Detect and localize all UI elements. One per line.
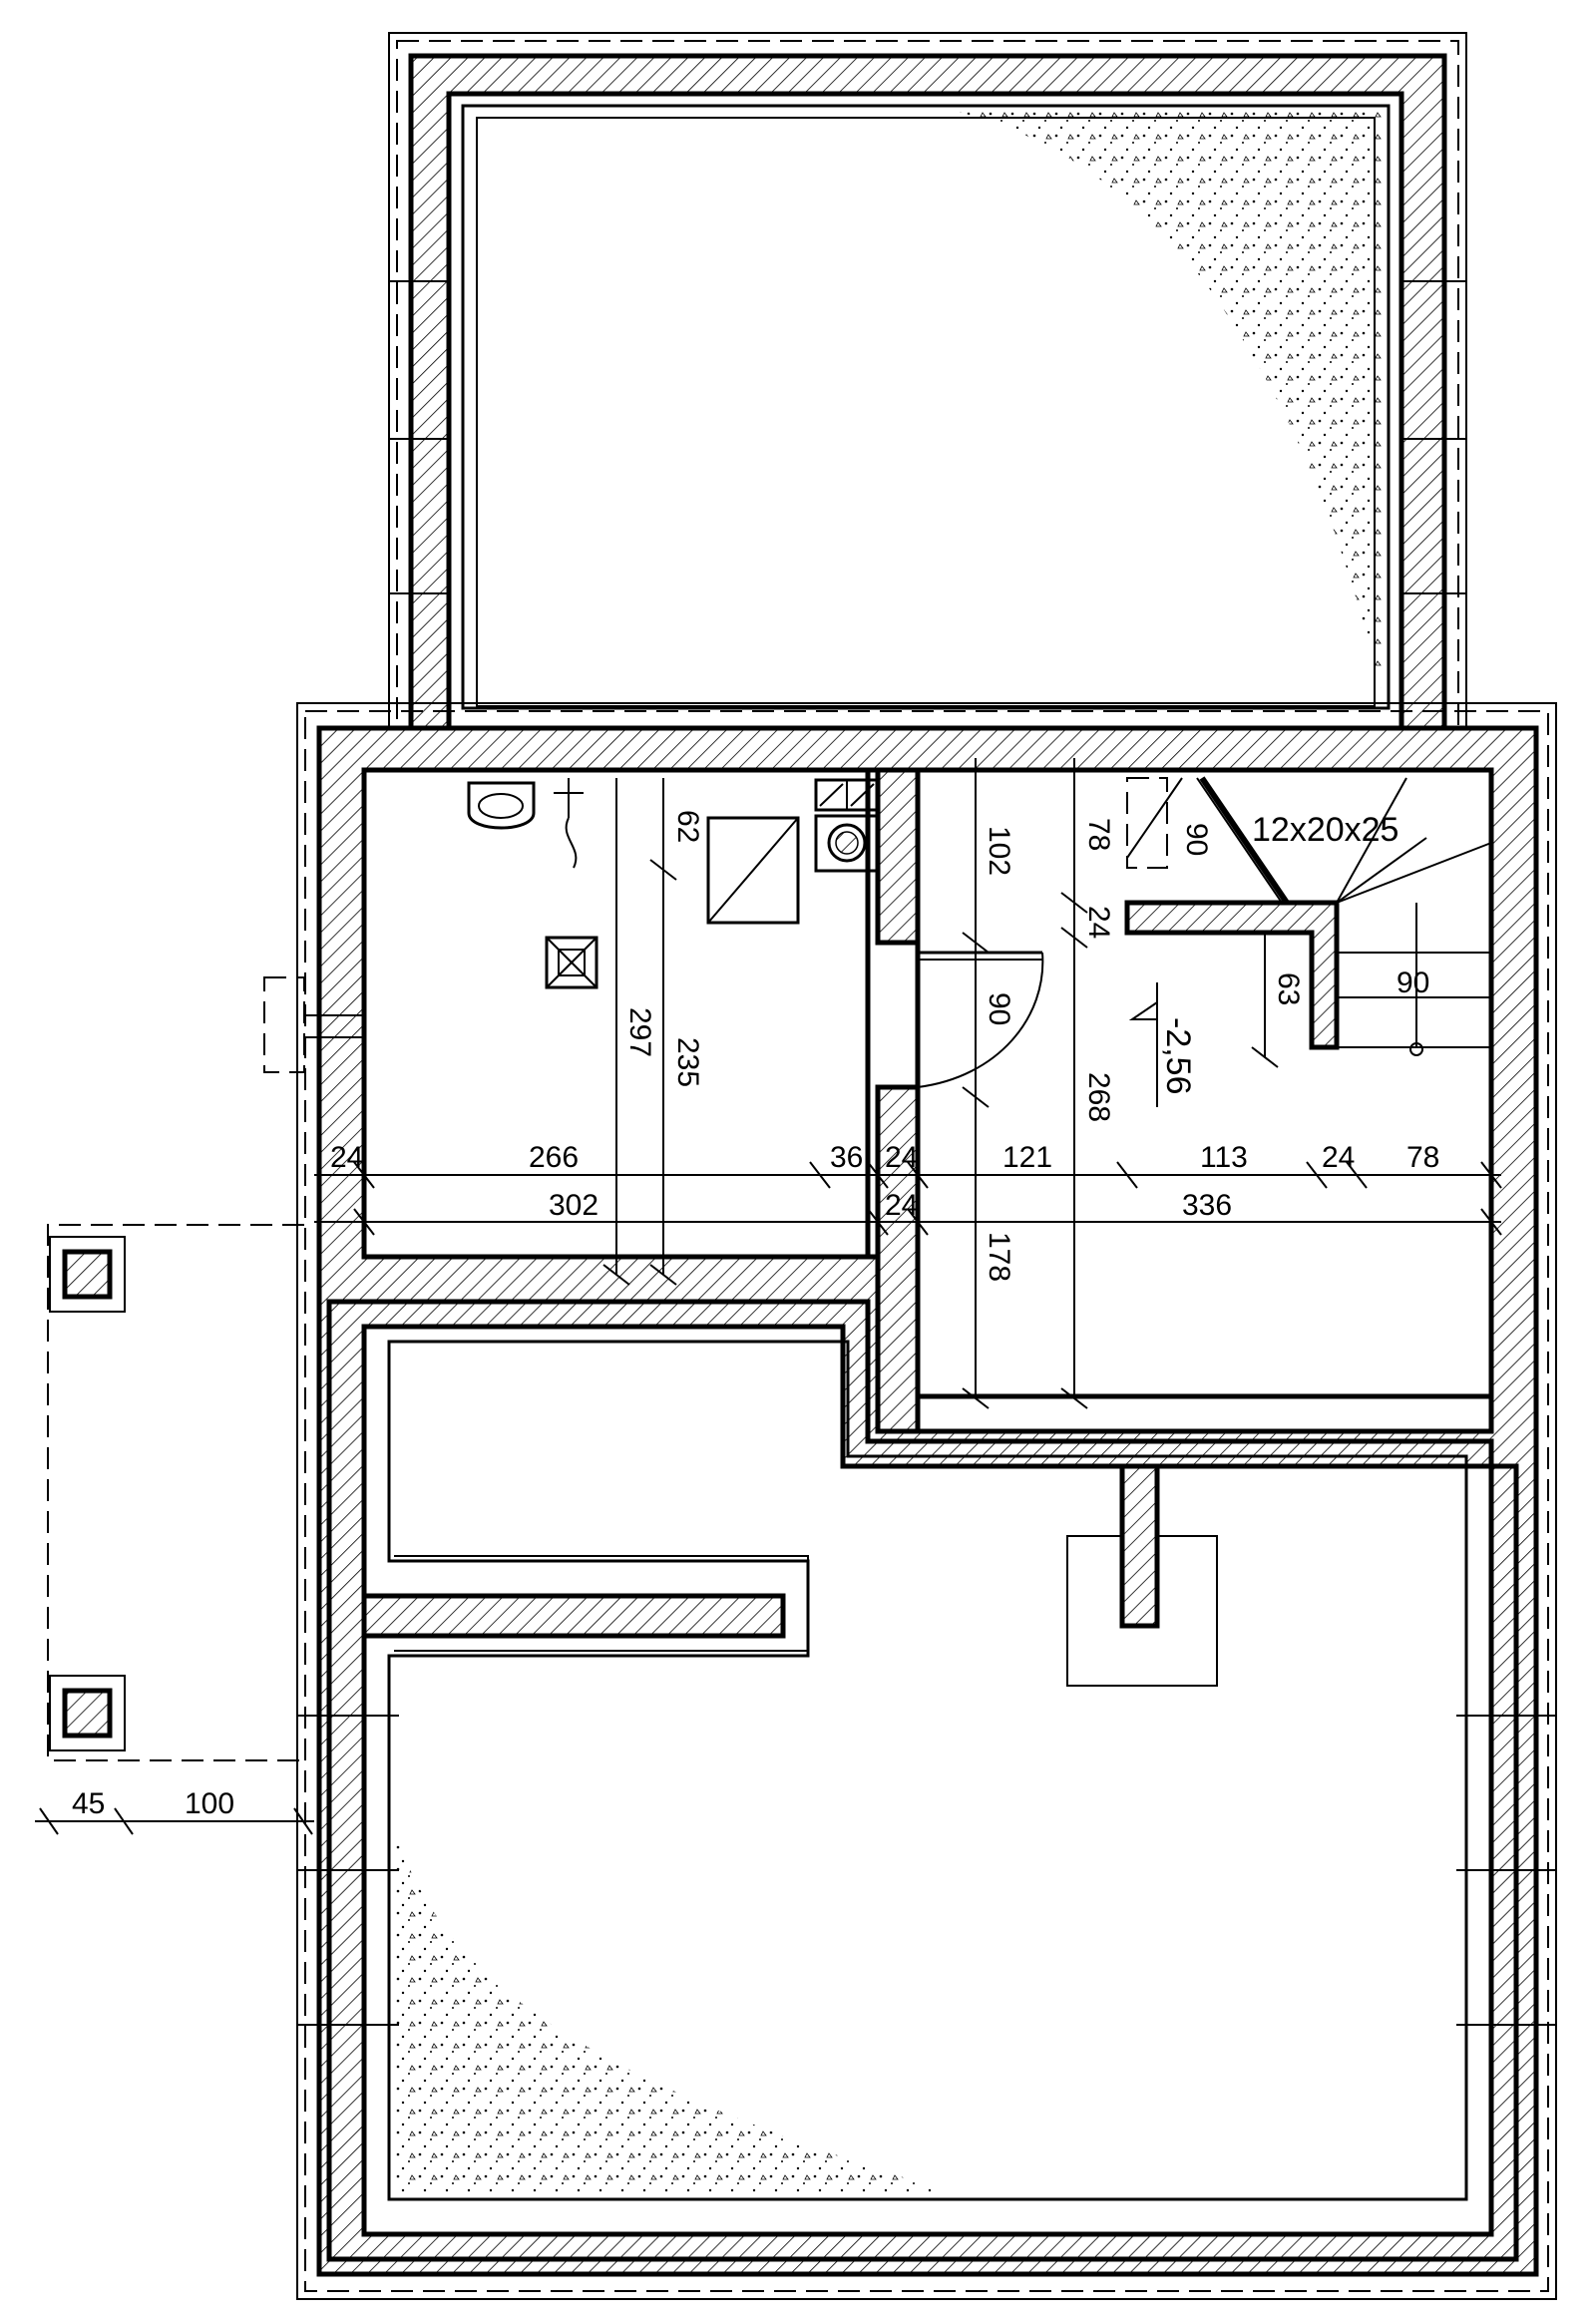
dim-h1-3: 24 (885, 1141, 918, 1174)
stair-spec-label: 12x20x25 (1252, 811, 1398, 849)
dim-stair-width: 90 (1396, 967, 1429, 999)
dim-vm-1: 90 (983, 992, 1015, 1025)
dim-h1-6: 24 (1322, 1141, 1355, 1174)
dim-h1-5: 113 (1200, 1141, 1248, 1174)
fixtures (467, 778, 880, 989)
dim-h1-4: 121 (1002, 1141, 1052, 1174)
dim-vr-1: 24 (1082, 906, 1115, 939)
dim-h2-1: 24 (885, 1189, 918, 1222)
washbasin-icon (467, 781, 536, 830)
dimension-lines (35, 758, 1502, 1835)
dim-vm-2: 178 (983, 1232, 1015, 1282)
dim-h1-7: 78 (1406, 1141, 1439, 1174)
dim-h1-2: 36 (830, 1141, 863, 1174)
main-building (296, 702, 1557, 2300)
dim-vr-2: 90 (1180, 823, 1213, 856)
boiler-icon (706, 816, 800, 925)
post-bottom-icon (49, 1675, 126, 1751)
post-top-icon (49, 1236, 126, 1313)
partition-wall-lower (875, 1084, 921, 1434)
chimney-flues-icon (814, 778, 880, 873)
external-outline (47, 1224, 304, 1761)
basement-lower-wall (326, 1299, 1519, 2262)
external-structure (47, 976, 364, 1761)
partition-wall (875, 767, 921, 946)
column-stub (1119, 1463, 1160, 1629)
dim-vl-1: 297 (623, 1007, 656, 1057)
staircase (1124, 776, 1492, 1056)
main-outer-line (296, 702, 1557, 2300)
dim-vr-3: 63 (1272, 972, 1305, 1005)
lower-wall-outline (394, 1555, 809, 1652)
shower-icon (554, 778, 584, 869)
dim-vr-0: 78 (1082, 818, 1115, 851)
floor-drain-icon (545, 936, 598, 989)
dim-vm-0: 102 (983, 826, 1015, 876)
upper-inner-line (461, 104, 1391, 710)
main-dashed-line (304, 710, 1549, 2292)
lower-interior-wall (361, 1593, 786, 1639)
dim-ext-0: 45 (72, 1787, 105, 1820)
lower-room-inner-line (387, 1340, 1468, 2201)
door (903, 951, 1044, 1088)
dim-ext-1: 100 (185, 1787, 234, 1820)
level-mark-label: -2,56 (1159, 1017, 1197, 1095)
labels: 12x20x25 -2,56 24 266 36 24 121 113 24 7… (72, 810, 1439, 1820)
dim-vl-2: 235 (671, 1037, 704, 1087)
upper-enclosure (388, 32, 1467, 742)
dim-h1-1: 266 (529, 1141, 579, 1174)
dim-vm-3: 268 (1082, 1072, 1115, 1122)
lower-soil-texture (394, 1825, 958, 2194)
dim-h2-0: 302 (549, 1189, 598, 1222)
window-well (263, 976, 305, 1073)
dim-h1-0: 24 (330, 1141, 363, 1174)
upper-dashed-line (396, 40, 1459, 740)
dim-vl-0: 62 (671, 810, 704, 843)
dim-h2-2: 336 (1182, 1189, 1232, 1222)
upper-soil-texture (948, 110, 1382, 688)
